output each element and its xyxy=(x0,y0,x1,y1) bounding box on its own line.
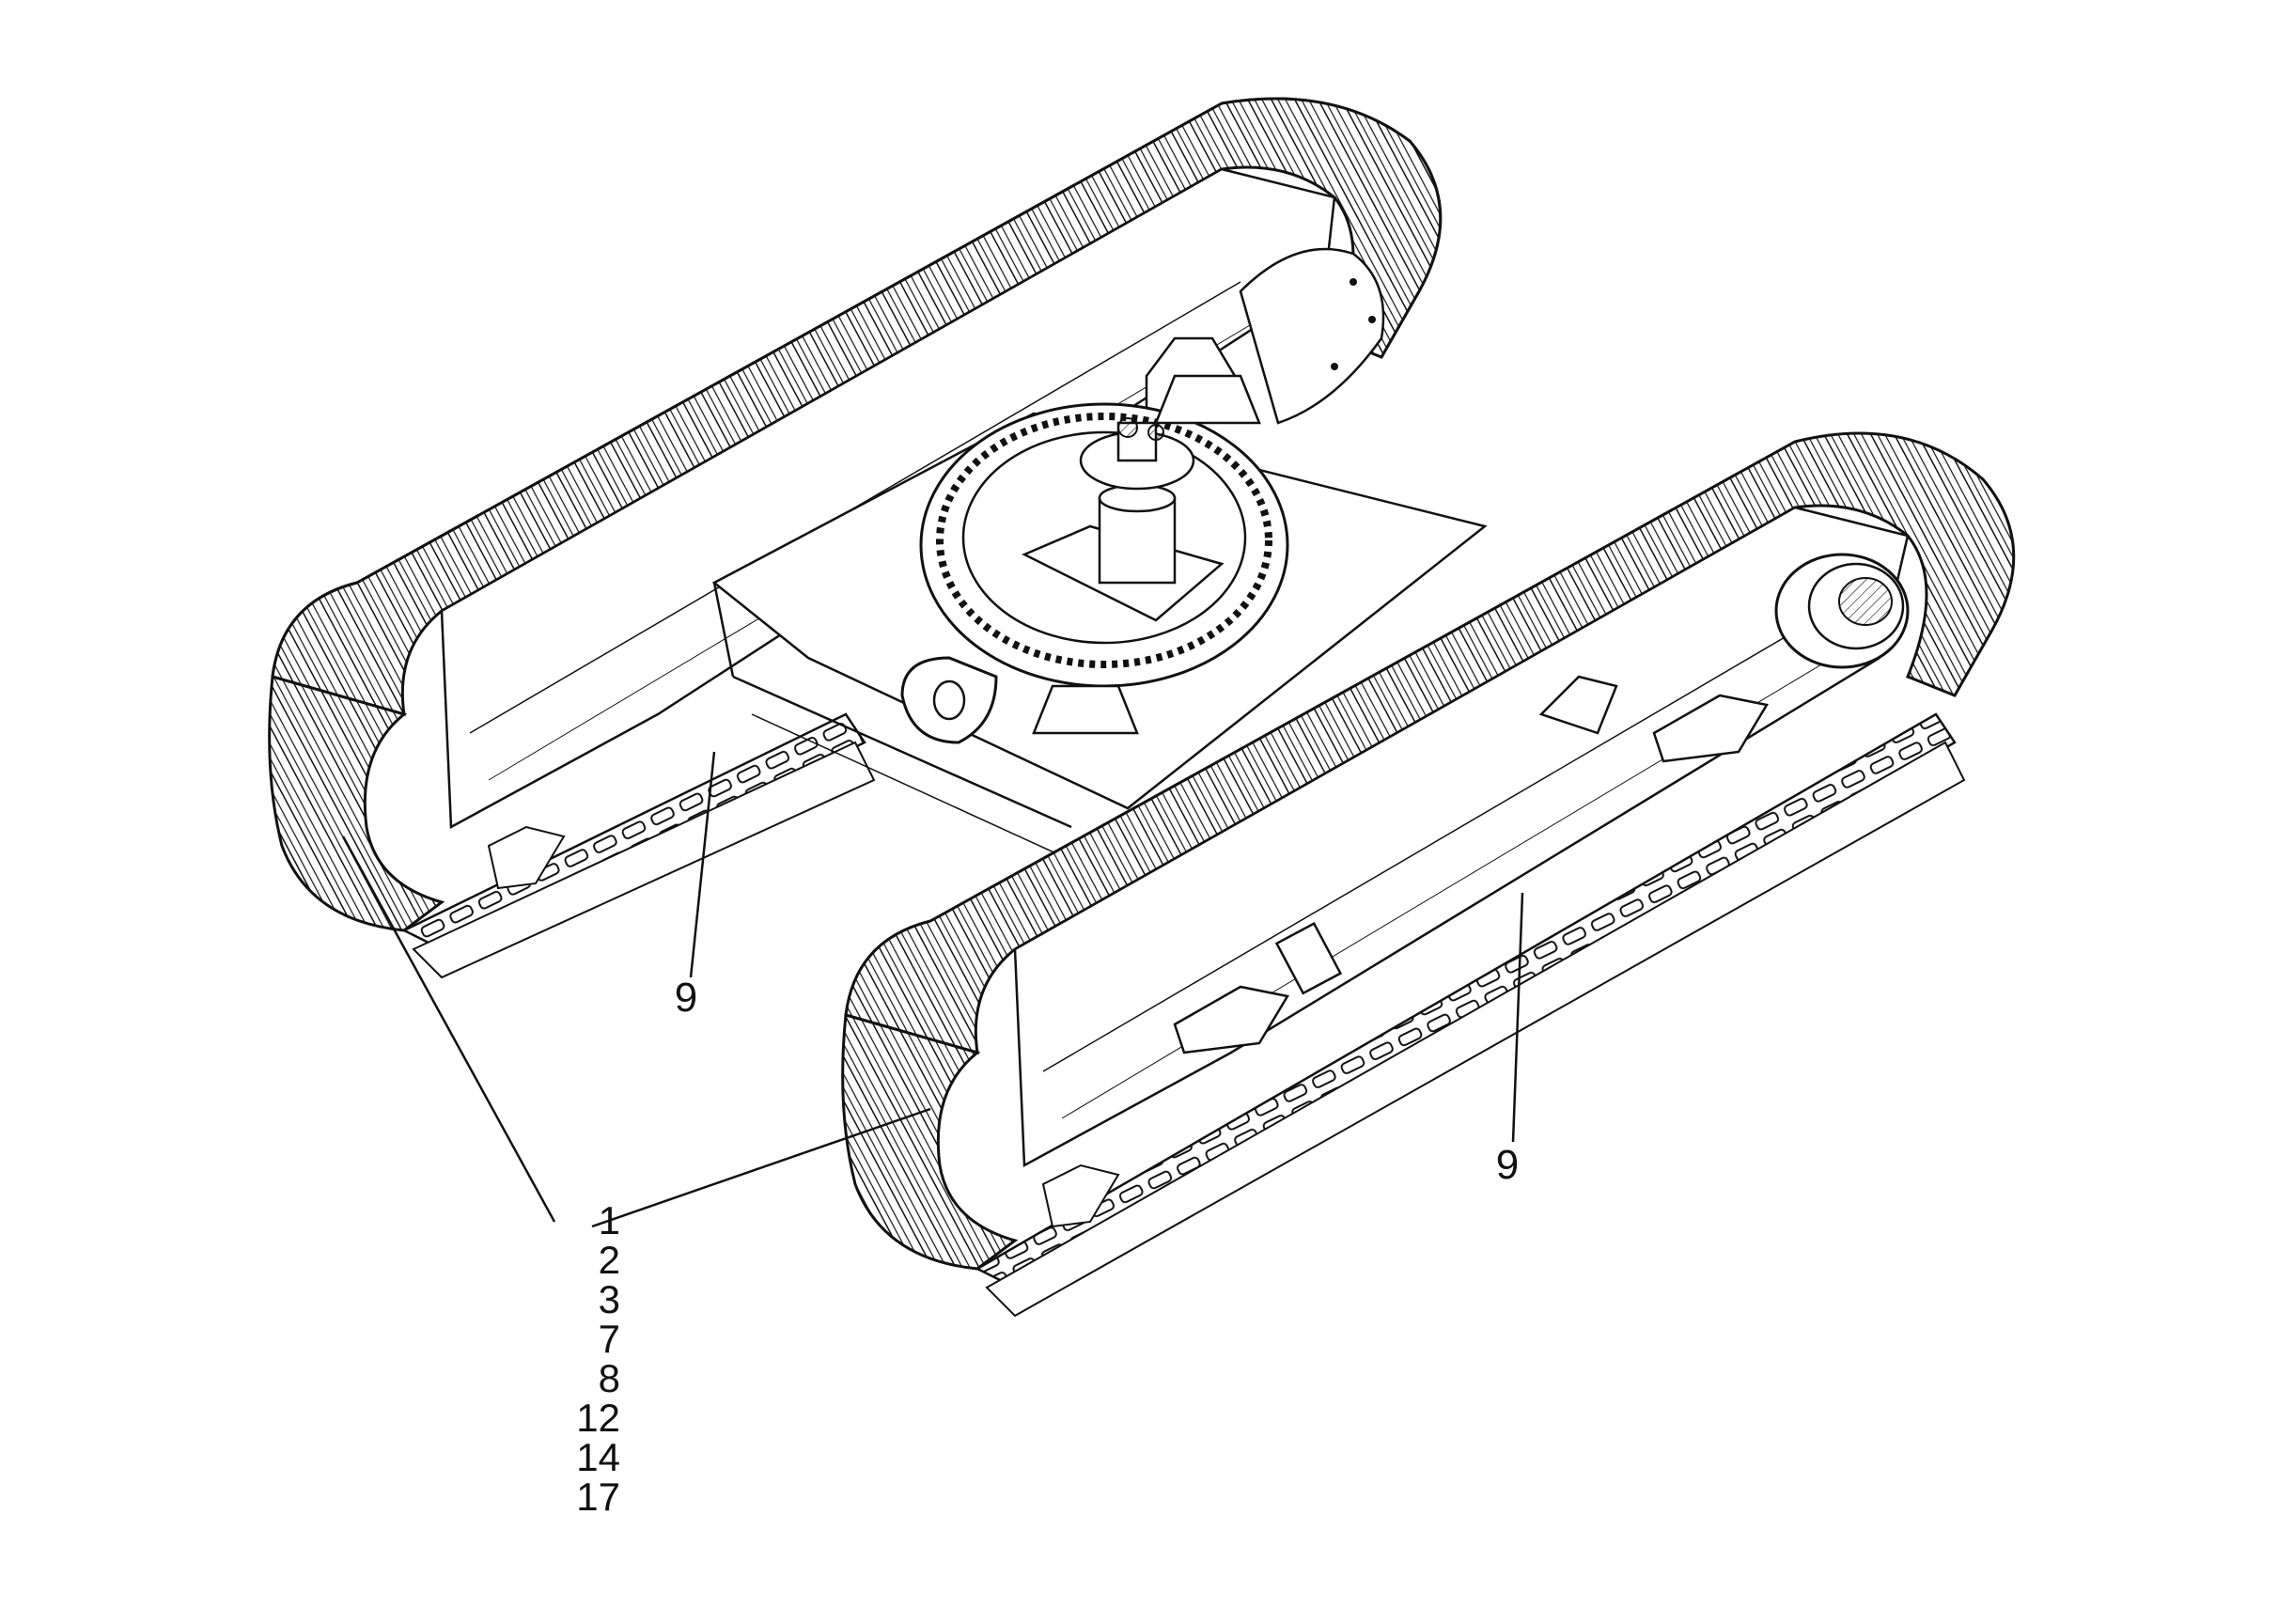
right-track-assembly xyxy=(841,431,2016,1318)
left-track-front-curve xyxy=(268,675,445,932)
right-carrier-bracket xyxy=(1538,675,1618,735)
part-ref-2: 2 xyxy=(598,1238,620,1282)
leader-1-rear-track xyxy=(341,835,556,1223)
track-stop-front xyxy=(1032,684,1139,735)
leader-1-front-track xyxy=(591,1107,931,1228)
callout-9-right: 9 xyxy=(1495,1142,1520,1188)
right-roller-guard-2 xyxy=(1652,694,1769,763)
right-roller-guard-1 xyxy=(1173,985,1289,1054)
left-rear-idler-plate xyxy=(1239,247,1385,425)
part-ref-17: 17 xyxy=(576,1475,620,1519)
part-ref-3: 3 xyxy=(598,1277,620,1321)
callout-9-left: 9 xyxy=(674,975,698,1021)
leader-lines xyxy=(341,751,1524,1228)
left-roller-guard xyxy=(487,825,566,890)
right-track-front-curve xyxy=(841,1013,1019,1271)
part-ref-7: 7 xyxy=(598,1317,620,1361)
center-frame xyxy=(711,374,1488,866)
slewing-ring-gear xyxy=(936,413,1272,668)
leader-9-right xyxy=(1511,892,1524,1143)
part-ref-14: 14 xyxy=(576,1435,620,1479)
track-stop-rear xyxy=(1154,374,1261,425)
right-grease-plate xyxy=(1274,922,1343,995)
leader-9-left xyxy=(689,751,716,978)
right-front-guard xyxy=(1041,1163,1120,1228)
part-ref-1: 1 xyxy=(598,1198,620,1242)
part-ref-8: 8 xyxy=(598,1356,620,1400)
part-ref-12: 12 xyxy=(576,1396,620,1440)
